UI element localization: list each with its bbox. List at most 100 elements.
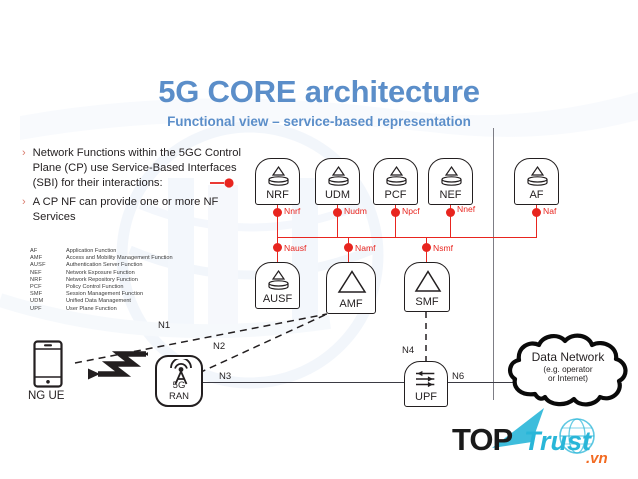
nf-label: AF [529,189,544,201]
ran-label-line1: 5G [172,380,186,391]
toptrust-logo[interactable]: TOP Trust .vn [452,408,627,472]
node-5g-ran[interactable]: 5G RAN [155,355,203,407]
nf-box-af[interactable]: AF [514,158,559,205]
nf-box-amf[interactable]: AMF [326,262,376,314]
nf-cylinder-icon [328,165,349,186]
legend-row: AUSF Authentication Server Function [30,262,230,269]
sbi-label-nnef: Nnef [457,204,476,214]
nf-triangle-icon [337,270,367,293]
reference-point-label-n3: N3 [219,371,232,382]
nf-label: PCF [384,189,407,201]
nf-box-upf[interactable]: UPF [404,361,448,407]
legend-row: NEF Network Exposure Function [30,270,230,277]
nf-cylinder-icon [527,165,548,186]
legend-row: NRF Network Repository Function [30,277,230,284]
reference-point-label-n6: N6 [452,371,465,382]
sbi-label-nnrf: Nnrf [284,206,301,216]
n6-line [447,382,525,384]
page-title: 5G CORE architecture [158,74,480,109]
ng-ue-label: NG UE [28,390,65,402]
sbi-dot-nausf [273,243,282,252]
legend-abbr: AUSF [30,262,46,269]
cp-up-divider [493,128,495,400]
logo-top-text: TOP [452,422,513,457]
logo-trust-text: Trust [524,426,592,456]
ng-ue-device-icon[interactable] [33,340,63,388]
sbi-dot-npcf [391,208,400,217]
bidirectional-arrows-icon [415,370,435,388]
nf-box-nef[interactable]: NEF [428,158,473,205]
legend-abbr: SMF [30,291,43,298]
sbi-dot-namf [344,243,353,252]
legend-full: Policy Control Function [66,284,124,291]
logo-tld-text: .vn [586,450,608,467]
legend-abbr: NRF [30,276,43,283]
legend-full: Application Function [66,248,117,254]
sbi-dot-nudm [333,208,342,217]
nf-label: SMF [415,296,439,308]
reference-point-label-n1: N1 [158,320,171,331]
legend-abbr: PCF [30,284,42,291]
bullet-text: A CP NF can provide one or more NF Servi… [32,195,219,223]
legend-full: User Plane Function [66,305,117,312]
legend-full: Network Repository Function [66,276,138,283]
legend-full: Network Exposure Function [66,269,135,276]
sbi-label-npcf: Npcf [402,206,420,216]
nf-label: AMF [339,298,363,310]
chevron-right-icon: › [22,195,26,208]
bullet-item: › A CP NF can provide one or more NF Ser… [22,195,254,225]
nf-cylinder-icon [386,165,407,186]
nf-cylinder-icon [441,165,462,186]
logo-swoosh-icon [492,408,544,448]
data-network-cloud[interactable]: Data Network (e.g. operator or Internet) [505,332,631,408]
legend-abbr: AMF [30,255,43,262]
antenna-tower-icon [170,359,192,385]
legend-row: AF Application Function [30,248,230,255]
logo-globe-icon [559,418,595,454]
sbi-label-namf: Namf [355,243,376,253]
nf-box-nrf[interactable]: NRF [255,158,300,205]
nf-label: UDM [324,189,351,201]
nf-triangle-icon [414,270,442,292]
n3-line [198,382,406,384]
chevron-right-icon: › [22,147,26,159]
nf-box-pcf[interactable]: PCF [373,158,418,205]
sbi-dot-nsmf [422,243,431,252]
cloud-shape-icon [508,333,628,407]
legend-row: UDM Unified Data Management [30,298,230,305]
sbi-dot-naf [532,208,541,217]
radio-link-icon [88,351,148,380]
legend-full: Unified Data Management [66,298,131,305]
bullet-text: Network Functions within the 5GC Control… [32,147,241,190]
legend-abbr: UDM [30,298,44,305]
bullet-item: › Network Functions within the 5GC Contr… [22,146,254,192]
legend-abbr: UPF [30,305,42,312]
legend-full: Authentication Server Function [66,262,143,269]
sbi-stub-nnrf [276,205,279,237]
sbi-stub-nudm [336,205,339,237]
sbi-label-naf: Naf [543,206,557,216]
legend-abbr: NEF [30,269,42,276]
sbi-stub-naf [535,205,538,237]
cloud-subtitle-line1: (e.g. operator [543,365,593,374]
nf-cylinder-icon [268,269,289,290]
legend-abbr: AF [30,248,38,254]
nf-label: AUSF [262,293,293,305]
sbi-bus-line [277,236,537,238]
bullet-list: › Network Functions within the 5GC Contr… [22,146,254,228]
sbi-legend-marker [210,178,234,188]
nf-label: NEF [439,189,462,201]
sbi-stub-npcf [394,205,397,237]
sbi-label-nsmf: Nsmf [433,243,454,253]
cloud-title: Data Network [531,350,605,364]
sbi-dot-nnrf [273,208,282,217]
nf-box-udm[interactable]: UDM [315,158,360,205]
ran-label-line2: RAN [168,390,190,402]
nf-cylinder-icon [268,165,289,186]
nf-box-smf[interactable]: SMF [404,262,450,312]
sbi-stub-nnef [449,205,452,237]
sbi-label-nausf: Nausf [284,243,307,253]
nf-box-ausf[interactable]: AUSF [255,262,300,309]
